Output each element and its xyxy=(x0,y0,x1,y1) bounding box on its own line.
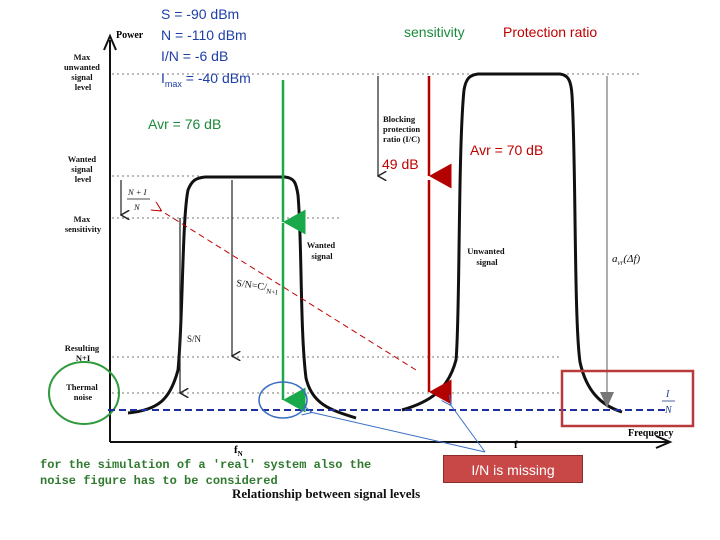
blue-pointer-right xyxy=(450,404,486,453)
sn-equals-cni-label: S/N=C/N+I xyxy=(235,278,279,297)
axes: Power Frequency fN f xyxy=(103,30,673,458)
frequency-axis-label: Frequency xyxy=(628,428,673,439)
unwanted-signal-curve xyxy=(401,72,623,414)
param-s: S = -90 dBm xyxy=(161,6,240,22)
level-labels: Max unwanted signal level Wanted signal … xyxy=(64,52,102,402)
i-over-n-numerator: I xyxy=(665,389,670,400)
imax-value: = -40 dBm xyxy=(181,70,251,86)
wanted-signal-label: Wanted signal xyxy=(307,240,337,261)
in-missing-highlight-circle xyxy=(258,381,308,419)
avr-left-label: Avr = 76 dB xyxy=(148,116,222,132)
fn-label: fN xyxy=(234,444,243,458)
param-n: N = -110 dBm xyxy=(161,27,247,43)
wanted-level-label: Wanted signal level xyxy=(68,154,98,184)
protection-ratio-label: Protection ratio xyxy=(503,24,598,40)
i-over-n-denominator: N xyxy=(664,405,673,416)
power-axis-arrow xyxy=(103,33,117,51)
wanted-signal-curve xyxy=(127,175,357,420)
noise-figure-caption: for the simulation of a 'real' system al… xyxy=(40,458,372,488)
unwanted-signal-label: Unwanted signal xyxy=(467,246,506,267)
param-i-over-n: I/N = -6 dB xyxy=(161,48,229,64)
param-imax: Imax = -40 dBm xyxy=(161,68,251,94)
avr-delta-arrow-head xyxy=(600,392,614,408)
diagram-title: Relationship between signal levels xyxy=(232,486,421,501)
power-axis-label: Power xyxy=(116,30,144,41)
avr-delta-label: avr(Δf) xyxy=(612,253,641,267)
thermal-noise-highlight-circle xyxy=(48,361,120,425)
avr-right-label: Avr = 70 dB xyxy=(470,142,544,158)
in-missing-callout: I/N is missing xyxy=(443,455,583,483)
resulting-level-label: Resulting N+I xyxy=(65,343,102,363)
max-unwanted-level-label: Max unwanted signal level xyxy=(64,52,102,92)
in-ratio-highlight-box xyxy=(560,369,695,428)
red-dashed-pointer xyxy=(160,210,417,371)
max-sensitivity-label: Max sensitivity xyxy=(65,214,102,234)
blue-pointer-left xyxy=(310,412,486,453)
db49-label: 49 dB xyxy=(382,156,419,172)
imax-symbol: I xyxy=(161,70,165,86)
sn-label: S/N xyxy=(187,334,202,344)
frequency-axis-arrow xyxy=(655,435,673,449)
n-plus-i-fraction: N + I xyxy=(127,187,148,197)
blocking-protection-label: Blocking protection ratio (I/C) xyxy=(383,114,422,144)
sensitivity-label: sensitivity xyxy=(404,24,465,40)
n-fraction-denominator: N xyxy=(133,202,141,212)
fi-label: f xyxy=(514,439,518,451)
imax-subscript: max xyxy=(164,78,182,89)
thermal-noise-label: Thermal noise xyxy=(66,382,100,402)
